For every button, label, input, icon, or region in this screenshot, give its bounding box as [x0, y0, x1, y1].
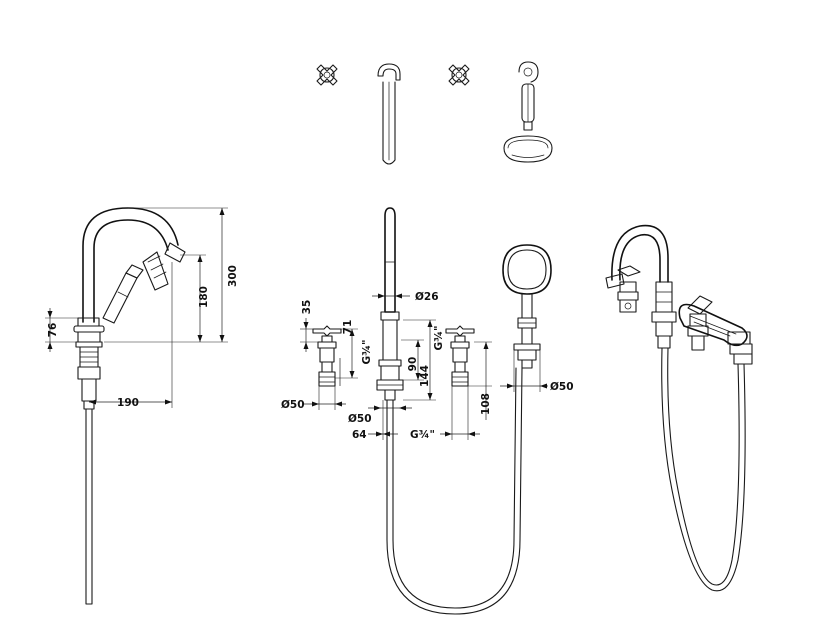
dim-spout-diameter: Ø26	[415, 291, 439, 303]
front-view-spout	[376, 207, 404, 401]
top-view-hand-shower	[503, 61, 553, 163]
dim-76: 76	[47, 323, 59, 338]
dim-64: 64	[352, 429, 367, 441]
dim-108: 108	[480, 393, 492, 415]
isometric-view-mixer	[605, 224, 753, 592]
dim-handle-base-diameter: Ø50	[281, 399, 305, 411]
dim-300: 300	[227, 265, 239, 287]
top-view-right-handle	[448, 64, 470, 86]
dim-180: 180	[198, 286, 210, 308]
dim-35: 35	[301, 300, 313, 315]
front-view-right-valve	[445, 325, 475, 387]
dim-90: 90	[407, 357, 419, 372]
top-view-left-handle	[316, 64, 338, 86]
top-view-spout	[377, 63, 401, 165]
front-view-hand-shower	[502, 244, 552, 369]
dim-190: 190	[117, 397, 139, 409]
dim-spout-base-diameter: Ø50	[348, 413, 372, 425]
dim-thread-bottom: G¾"	[410, 429, 435, 441]
front-view-left-valve	[312, 325, 342, 387]
dim-71: 71	[342, 320, 354, 335]
dim-shower-base-diameter: Ø50	[550, 381, 574, 393]
dim-thread-left: G¾"	[361, 340, 373, 365]
front-view-hose	[386, 327, 533, 615]
front-view-dimensions: Ø26 35 71 G¾" Ø50 Ø50	[281, 291, 574, 441]
dim-thread-right: G¾"	[433, 326, 445, 351]
side-view-mixer	[73, 207, 186, 605]
dim-144: 144	[419, 365, 431, 387]
side-view-dimensions: 300 180 76 190	[45, 207, 239, 409]
